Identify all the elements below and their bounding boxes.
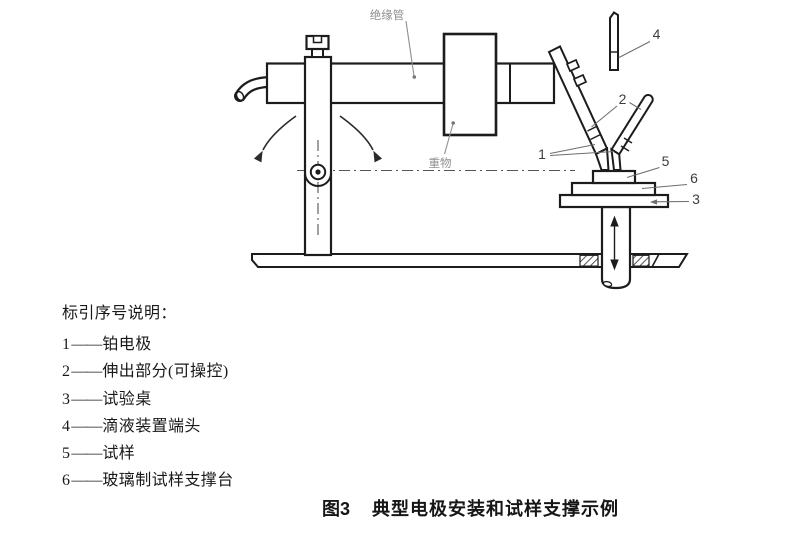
stand-post — [303, 55, 333, 257]
leader-dot — [412, 75, 417, 79]
hatch-left — [579, 254, 599, 267]
legend-ref: 1 — [62, 336, 71, 353]
annotation-leaders — [405, 20, 454, 155]
legend-ref: 2 — [62, 363, 71, 381]
test-table-bar — [251, 253, 689, 268]
callout-1: 1 — [538, 146, 546, 162]
weight-label: 重物 — [429, 156, 452, 170]
legend-ref: 4 — [62, 417, 71, 435]
callout-3: 3 — [692, 191, 700, 207]
legend-item-4: 4——滴液装置端头 — [62, 413, 234, 440]
legend-dash: —— — [71, 363, 102, 381]
legend-ref: 5 — [62, 445, 71, 463]
legend-dash: —— — [71, 390, 102, 408]
legend-dash: —— — [71, 445, 102, 463]
rotation-arrow-left-icon — [253, 115, 297, 163]
legend-dash: —— — [71, 417, 102, 435]
legend-ref: 3 — [62, 390, 71, 408]
apparatus-diagram: 绝缘管 重物 1 2 3 4 5 6 — [234, 8, 700, 290]
legend: 标引序号说明： 1——铂电极 2——伸出部分(可操控) 3——试验桌 4——滴液… — [62, 299, 234, 495]
figure-title: 典型电极安装和试样支撑示例 — [372, 499, 620, 519]
specimen — [591, 169, 637, 185]
legend-item-5: 5——试样 — [62, 440, 234, 467]
leader-arrowhead-icon — [650, 199, 657, 205]
callout-2: 2 — [619, 91, 627, 107]
callout-leaders — [549, 41, 690, 203]
table-disc — [558, 193, 670, 209]
callout-6: 6 — [690, 170, 698, 186]
clamp-tooth — [572, 73, 588, 88]
clamp-tooth — [565, 58, 581, 73]
legend-dash: —— — [71, 472, 102, 490]
legend-title: 标引序号说明： — [62, 305, 177, 322]
dripper-tip — [609, 11, 619, 71]
legend-label: 玻璃制试样支撑台 — [102, 472, 234, 490]
legend-label: 滴液装置端头 — [102, 417, 201, 435]
right-holder-bar — [610, 93, 654, 156]
legend-label: 试验桌 — [102, 390, 152, 408]
hatch-right — [632, 254, 650, 267]
vertical-motion-arrow-icon — [610, 215, 619, 271]
legend-item-6: 6——玻璃制试样支撑台 — [62, 467, 234, 494]
leader-dot — [451, 121, 456, 125]
thumbscrew — [305, 34, 330, 58]
weight-block — [442, 32, 498, 137]
figure-caption: 图3 典型电极安装和试样支撑示例 — [322, 495, 619, 521]
legend-item-3: 3——试验桌 — [62, 386, 234, 413]
support-cylinder — [600, 205, 632, 290]
callout-5: 5 — [662, 153, 670, 169]
legend-label: 铂电极 — [102, 336, 152, 353]
specimen-stack — [558, 169, 670, 209]
legend-item-1: 1——铂电极 — [62, 331, 234, 358]
legend-label: 试样 — [102, 445, 136, 463]
legend-item-2: 2——伸出部分(可操控) — [62, 358, 234, 385]
electrode-assembly — [547, 45, 654, 171]
pivot-joint — [304, 163, 332, 187]
cable-open-end — [235, 90, 245, 102]
insulating-tube-label: 绝缘管 — [370, 8, 405, 22]
legend-label: 伸出部分(可操控) — [102, 363, 229, 381]
legend-ref: 6 — [62, 472, 71, 490]
rotation-arrow-right-icon — [339, 115, 383, 163]
legend-dash: —— — [71, 336, 102, 353]
callout-4: 4 — [653, 26, 661, 42]
figure-number: 图3 — [322, 499, 351, 519]
arm-assembly — [234, 62, 556, 105]
